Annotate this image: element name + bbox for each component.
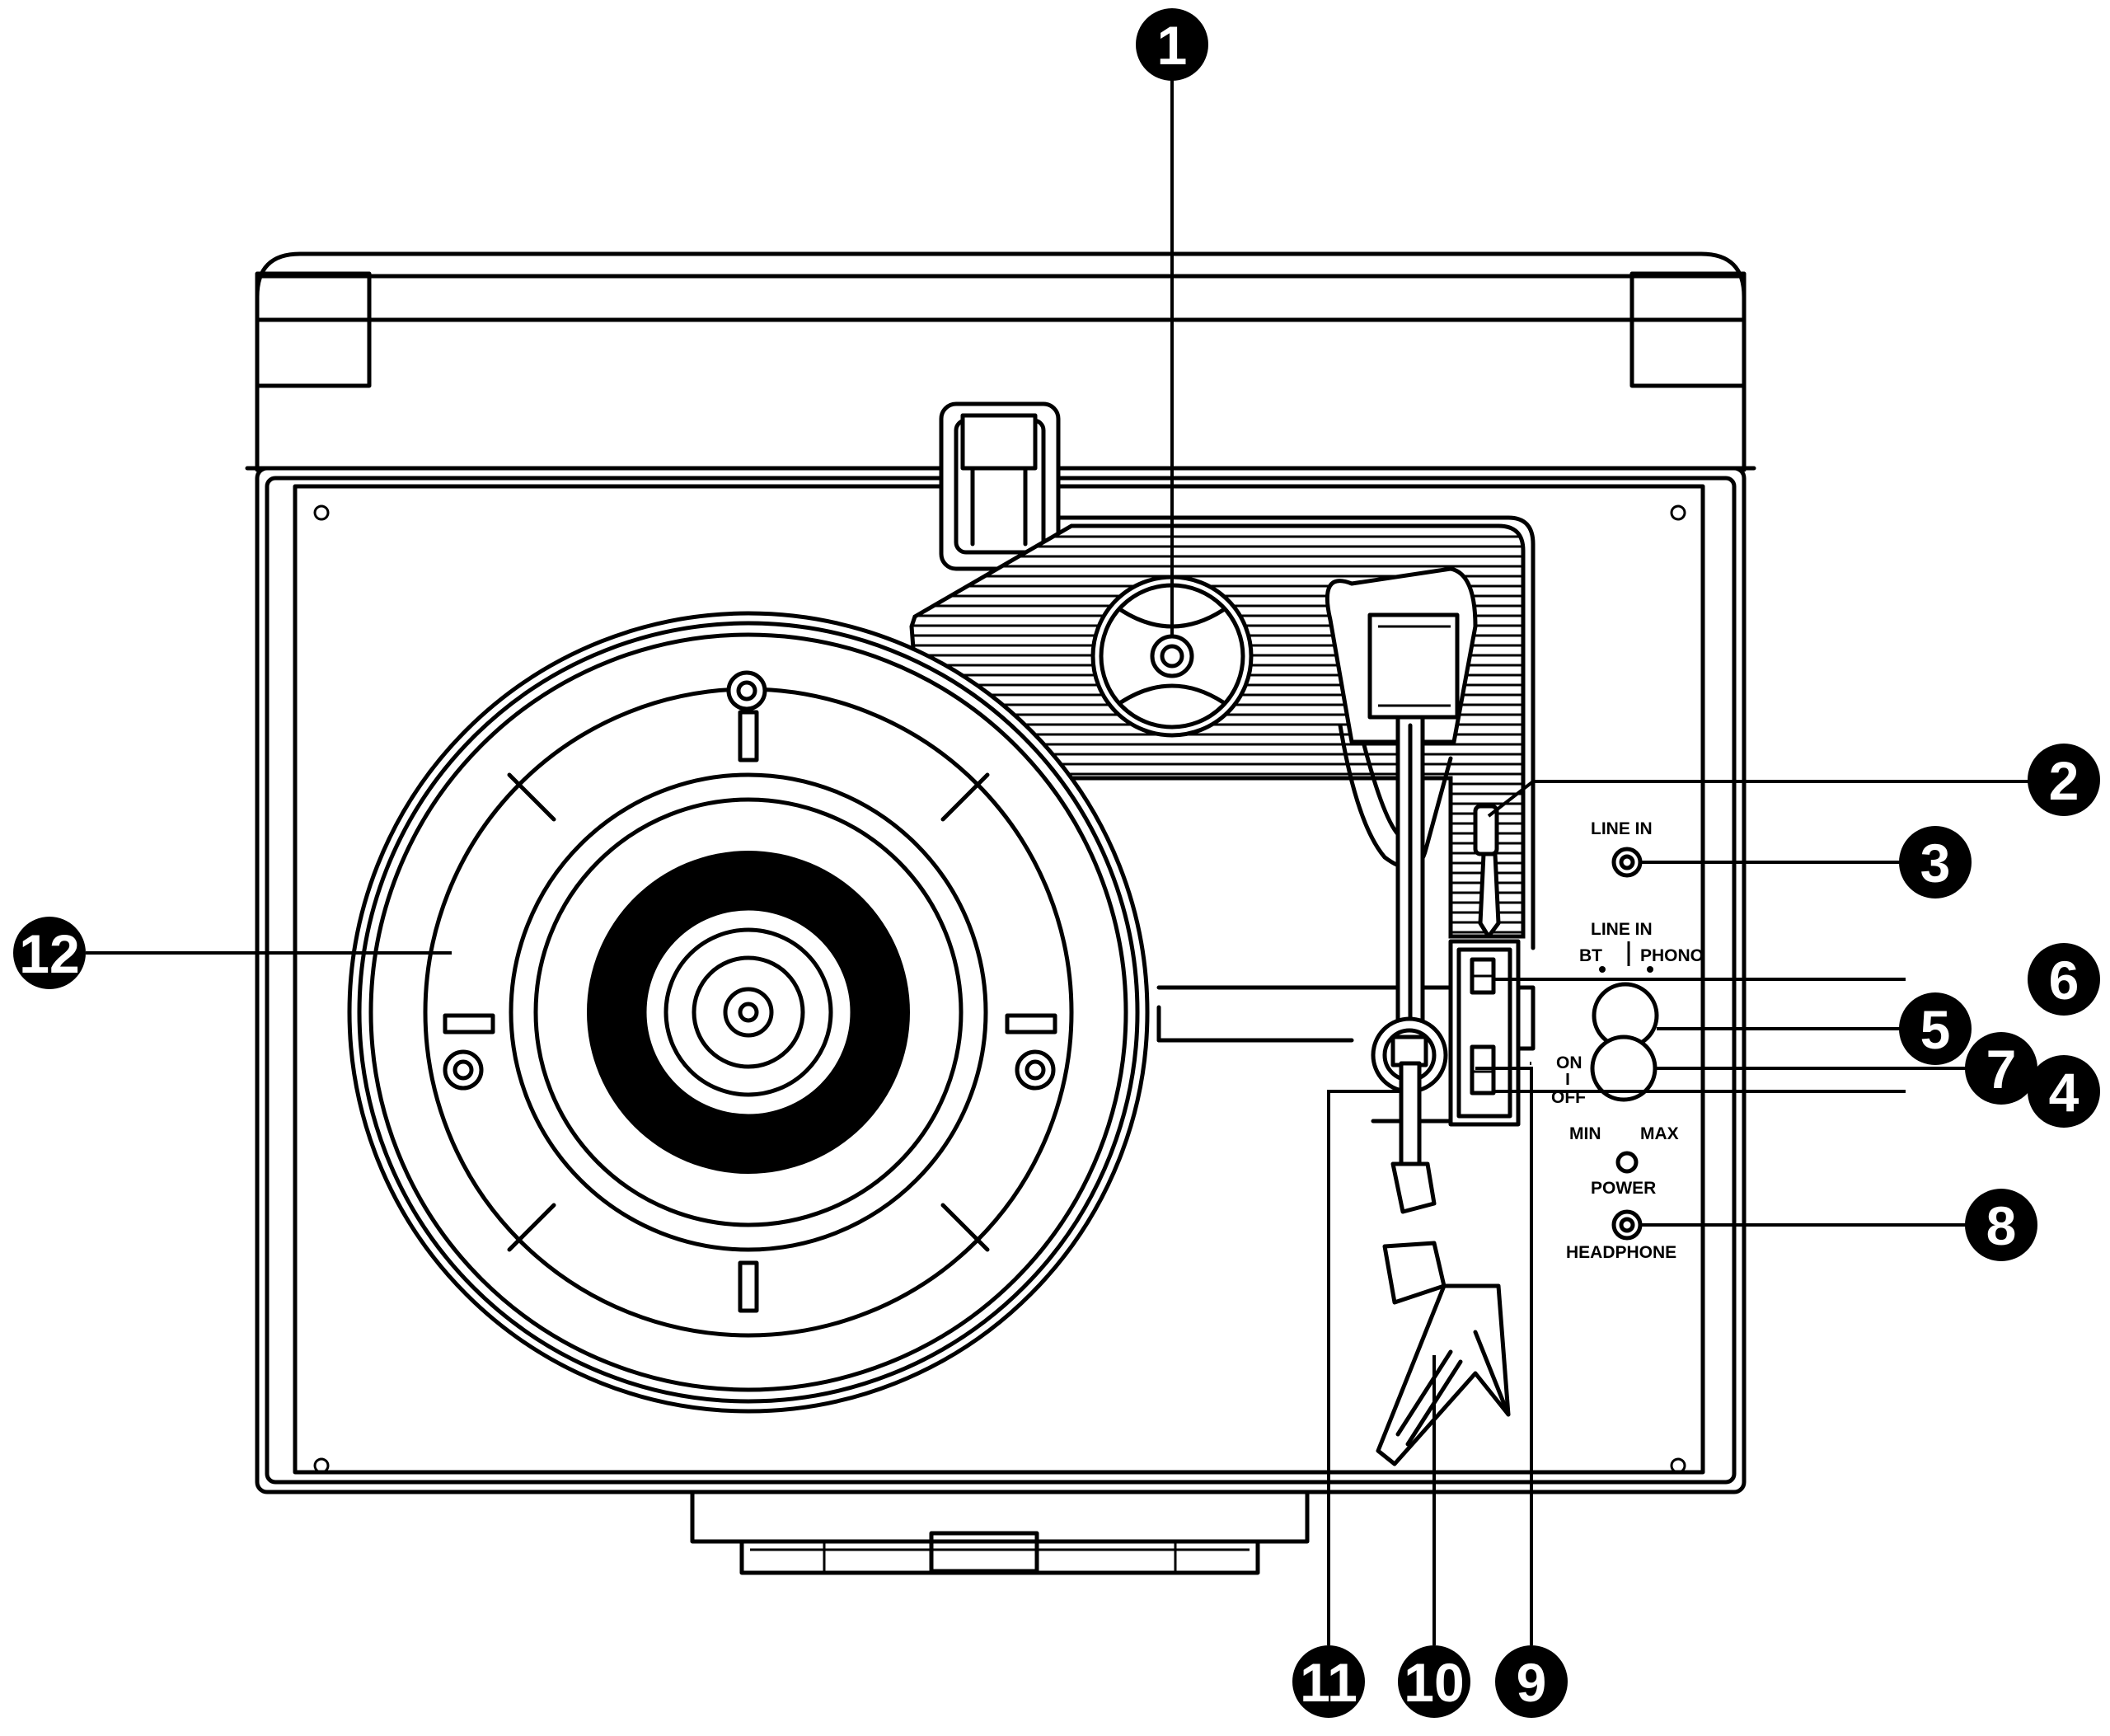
selector-line-in-label: LINE IN	[1591, 920, 1653, 939]
callout-9: 9	[1495, 1645, 1568, 1718]
headphone-jack[interactable]	[1611, 1209, 1643, 1241]
carry-handle	[690, 1490, 1310, 1575]
callout-12: 12	[13, 917, 86, 989]
svg-text:3: 3	[1920, 833, 1951, 894]
min-label: MIN	[1569, 1124, 1601, 1143]
leader-lines	[86, 74, 2034, 1645]
callout-1: 1	[1136, 8, 1208, 81]
callout-11: 11	[1292, 1645, 1365, 1718]
selector-phono-label: PHONO	[1640, 946, 1704, 965]
power-volume-knob[interactable]	[1590, 1035, 1658, 1102]
svg-text:6: 6	[2049, 950, 2080, 1011]
svg-text:9: 9	[1517, 1652, 1547, 1713]
callout-6: 6	[2028, 943, 2100, 1016]
selector-bt-label: BT	[1579, 946, 1602, 965]
headphone-label: HEADPHONE	[1566, 1243, 1676, 1262]
svg-text:5: 5	[1920, 999, 1951, 1060]
svg-text:4: 4	[2049, 1062, 2080, 1123]
svg-text:7: 7	[1986, 1039, 2017, 1100]
max-label: MAX	[1640, 1124, 1679, 1143]
svg-text:2: 2	[2049, 750, 2080, 811]
svg-text:11: 11	[1300, 1652, 1357, 1713]
callout-7: 7	[1965, 1032, 2037, 1105]
callout-8: 8	[1965, 1189, 2037, 1261]
tonearm-assembly	[1325, 566, 1511, 1466]
on-label: ON	[1556, 1053, 1582, 1072]
power-label: POWER	[1591, 1179, 1656, 1198]
switch-panel	[1448, 939, 1521, 1127]
callout-5: 5	[1899, 992, 1972, 1065]
svg-text:12: 12	[19, 923, 79, 984]
line-in-label: LINE IN	[1591, 819, 1653, 838]
callout-2: 2	[2028, 744, 2100, 816]
svg-text:8: 8	[1986, 1195, 2017, 1256]
callout-10: 10	[1398, 1645, 1470, 1718]
lid-latch	[939, 401, 1061, 571]
svg-text:1: 1	[1157, 15, 1188, 76]
power-led	[1615, 1151, 1639, 1174]
spindle-adapter	[1090, 575, 1254, 738]
line-in-jack[interactable]	[1611, 847, 1643, 878]
control-panel: LINE IN LINE IN BT PHONO ON OFF MIN MAX …	[1551, 819, 1704, 1262]
svg-text:10: 10	[1404, 1652, 1464, 1713]
platter	[347, 611, 1150, 1414]
callout-3: 3	[1899, 826, 1972, 898]
callout-4: 4	[2028, 1055, 2100, 1128]
